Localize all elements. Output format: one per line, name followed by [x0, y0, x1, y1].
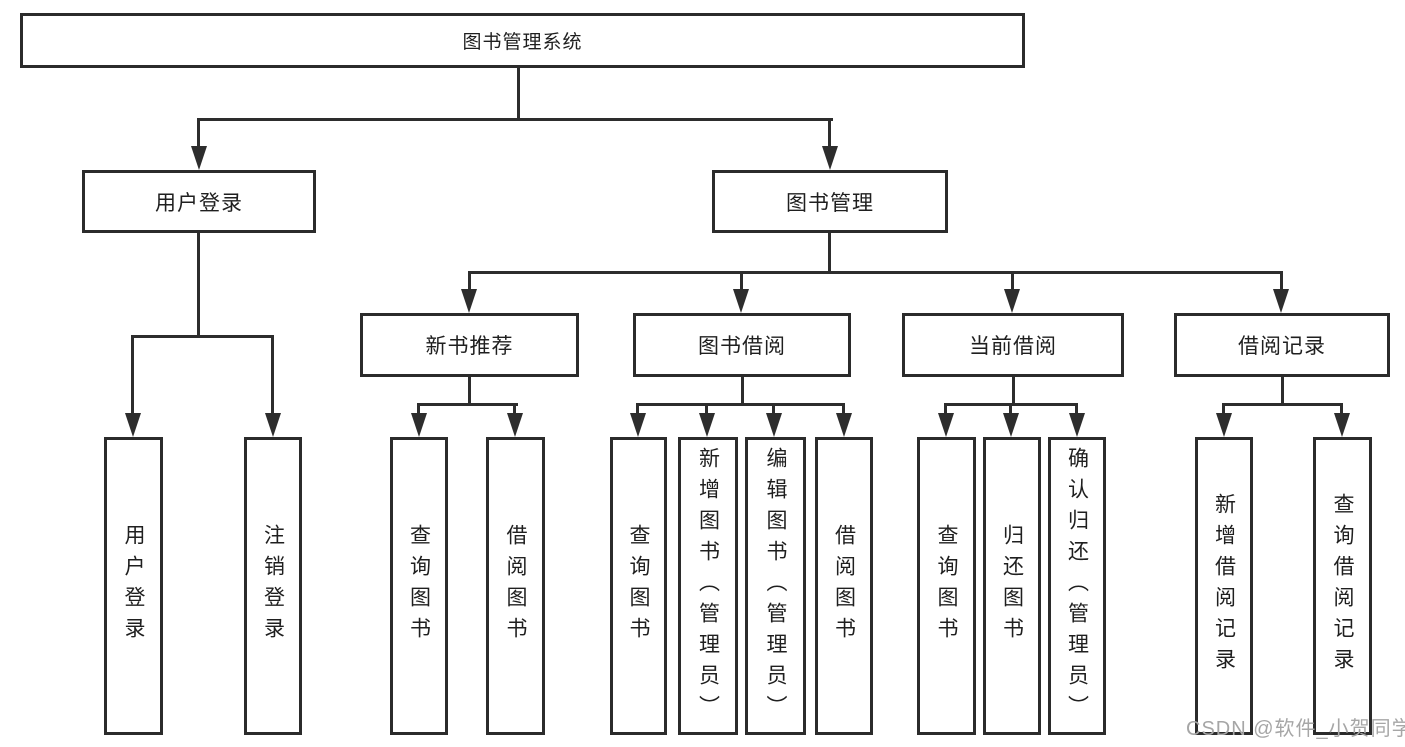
node-label: 图书管理系统: [462, 32, 583, 53]
arrow-down-icon: [938, 413, 954, 437]
node-add-books-admin: 新增图书（管理员）: [678, 437, 738, 735]
connector-line: [1011, 271, 1014, 291]
arrow-down-icon: [191, 146, 207, 170]
node-label: 用户登录: [122, 524, 145, 648]
node-label: 当前借阅: [969, 335, 1057, 358]
arrow-down-icon: [836, 413, 852, 437]
arrow-down-icon: [822, 146, 838, 170]
arrow-down-icon: [699, 413, 715, 437]
node-label: 新书推荐: [425, 335, 514, 358]
node-label: 新增借阅记录: [1212, 493, 1236, 679]
node-user-login: 用户登录: [82, 170, 316, 233]
arrow-down-icon: [1069, 413, 1085, 437]
node-label: 归还图书: [1000, 524, 1024, 648]
node-return-books: 归还图书: [983, 437, 1041, 735]
connector-line: [842, 403, 845, 415]
node-label: 查询图书: [407, 524, 431, 648]
connector-line: [1222, 403, 1343, 406]
connector-line: [417, 403, 420, 415]
node-label: 新增图书（管理员）: [696, 446, 720, 726]
connector-line: [271, 335, 274, 415]
arrow-down-icon: [461, 289, 477, 313]
arrow-down-icon: [1273, 289, 1289, 313]
arrow-down-icon: [1216, 413, 1232, 437]
connector-line: [705, 403, 708, 415]
connector-line: [197, 231, 200, 338]
connector-line: [468, 271, 471, 291]
node-borrow-books-recommend: 借阅图书: [486, 437, 545, 735]
node-new-book-recommend: 新书推荐: [360, 313, 579, 377]
node-label: 借阅图书: [832, 524, 856, 648]
connector-line: [468, 375, 471, 406]
node-logout: 注销登录: [244, 437, 302, 735]
arrow-down-icon: [125, 413, 141, 437]
connector-line: [517, 66, 520, 121]
connector-line: [1222, 403, 1225, 415]
node-label: 借阅记录: [1238, 335, 1326, 358]
connector-line: [513, 403, 516, 415]
arrow-down-icon: [1004, 289, 1020, 313]
connector-line: [1012, 375, 1015, 406]
node-label: 编辑图书（管理员）: [764, 446, 787, 726]
node-query-borrow-record: 查询借阅记录: [1313, 437, 1372, 735]
connector-line: [944, 403, 947, 415]
node-label: 用户登录: [155, 191, 243, 215]
connector-line: [468, 271, 1283, 274]
node-label: 查询图书: [627, 524, 650, 648]
node-label: 图书管理: [786, 191, 874, 215]
connector-line: [636, 403, 639, 415]
arrow-down-icon: [630, 413, 646, 437]
node-label: 确认归还（管理员）: [1065, 446, 1089, 726]
connector-line: [740, 271, 743, 291]
connector-line: [197, 118, 833, 121]
connector-line: [1280, 271, 1283, 291]
node-query-books-current: 查询图书: [917, 437, 976, 735]
connector-line: [772, 403, 775, 415]
node-label: 图书借阅: [698, 335, 786, 358]
node-borrow-records: 借阅记录: [1174, 313, 1390, 377]
connector-line: [417, 403, 518, 406]
node-add-borrow-record: 新增借阅记录: [1195, 437, 1253, 735]
connector-line: [636, 403, 845, 406]
connector-line: [1075, 403, 1078, 415]
node-edit-books-admin: 编辑图书（管理员）: [745, 437, 806, 735]
node-borrow-books: 借阅图书: [815, 437, 873, 735]
connector-line: [1340, 403, 1343, 415]
connector-line: [131, 335, 134, 415]
node-label: 注销登录: [261, 524, 285, 648]
connector-line: [1009, 403, 1012, 415]
node-label: 查询借阅记录: [1331, 493, 1354, 679]
node-book-borrowing: 图书借阅: [633, 313, 851, 377]
connector-line: [828, 118, 831, 150]
node-confirm-return-admin: 确认归还（管理员）: [1048, 437, 1106, 735]
arrow-down-icon: [733, 289, 749, 313]
connector-line: [741, 375, 744, 406]
arrow-down-icon: [265, 413, 281, 437]
watermark: CSDN @软件_小贺同学: [1186, 718, 1405, 740]
arrow-down-icon: [411, 413, 427, 437]
arrow-down-icon: [766, 413, 782, 437]
connector-line: [131, 335, 274, 338]
arrow-down-icon: [1334, 413, 1350, 437]
connector-line: [197, 118, 200, 150]
arrow-down-icon: [507, 413, 523, 437]
node-label: 借阅图书: [504, 524, 527, 648]
connector-line: [1281, 375, 1284, 406]
arrow-down-icon: [1003, 413, 1019, 437]
node-query-books-recommend: 查询图书: [390, 437, 448, 735]
connector-line: [828, 231, 831, 274]
node-book-management: 图书管理: [712, 170, 948, 233]
node-library-system: 图书管理系统: [20, 13, 1025, 68]
node-query-books-borrowing: 查询图书: [610, 437, 667, 735]
node-user-login-action: 用户登录: [104, 437, 163, 735]
node-label: 查询图书: [935, 524, 958, 648]
node-current-borrowing: 当前借阅: [902, 313, 1124, 377]
